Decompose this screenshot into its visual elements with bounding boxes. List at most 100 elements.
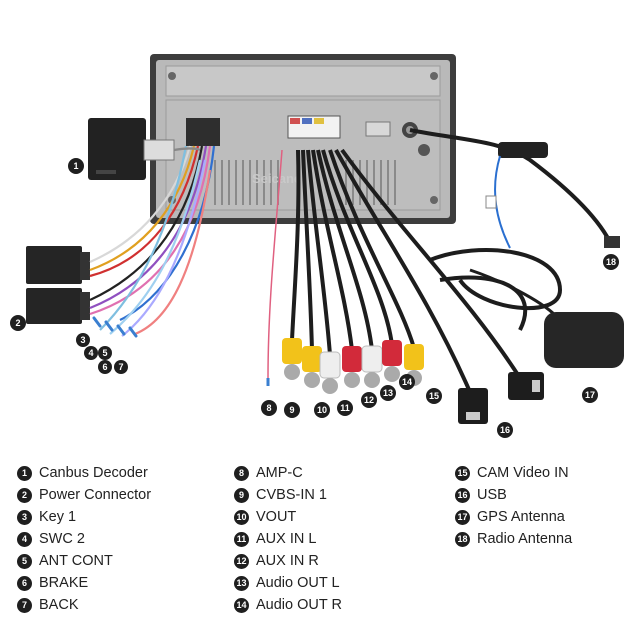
svg-text:7: 7: [118, 362, 123, 372]
wire-harness: [89, 145, 216, 337]
marker-3: 3: [76, 333, 90, 347]
number-badge: 13: [234, 575, 249, 591]
marker-18: 18: [603, 254, 619, 270]
legend-label: AUX IN L: [256, 531, 317, 547]
svg-text:14: 14: [402, 377, 412, 387]
marker-12: 12: [361, 392, 377, 408]
legend-label: AUX IN R: [256, 553, 319, 569]
svg-text:17: 17: [585, 390, 595, 400]
number-badge: 5: [17, 553, 32, 569]
number-markers: 1 2 3 4 5 6 7 8 9 10 11 12 13 14 15 16 1…: [10, 158, 619, 438]
svg-text:16: 16: [500, 425, 510, 435]
legend-label: Canbus Decoder: [39, 465, 148, 481]
number-badge: 16: [455, 487, 470, 503]
power-connector: [26, 246, 90, 324]
marker-5: 5: [98, 346, 112, 360]
legend-label: CVBS-IN 1: [256, 487, 327, 503]
number-badge: 15: [455, 465, 470, 481]
gps-antenna: [469, 268, 624, 368]
marker-13: 13: [380, 385, 396, 401]
number-badge: 8: [234, 465, 249, 481]
number-badge: 2: [17, 487, 32, 503]
svg-text:3: 3: [80, 335, 85, 345]
legend-item: 2 Power Connector: [17, 484, 151, 506]
legend-label: Power Connector: [39, 487, 152, 503]
svg-text:6: 6: [102, 362, 107, 372]
legend-label: VOUT: [256, 509, 297, 525]
legend-item: 16 USB: [455, 484, 572, 506]
legend-item: 6 BRAKE: [17, 572, 151, 594]
svg-text:12: 12: [364, 395, 374, 405]
marker-7: 7: [114, 360, 128, 374]
svg-text:2: 2: [15, 318, 20, 328]
legend-label: Key 1: [39, 509, 77, 525]
number-badge: 3: [17, 509, 32, 525]
svg-text:4: 4: [88, 348, 93, 358]
number-badge: 4: [17, 531, 32, 547]
marker-15: 15: [426, 388, 442, 404]
svg-text:11: 11: [340, 403, 350, 413]
legend-item: 12 AUX IN R: [234, 550, 342, 572]
legend-item: 17 GPS Antenna: [455, 506, 572, 528]
legend-label: BACK: [39, 597, 79, 613]
svg-text:15: 15: [429, 391, 439, 401]
marker-14: 14: [399, 374, 415, 390]
legend-item: 13 Audio OUT L: [234, 572, 342, 594]
legend-label: ANT CONT: [39, 553, 113, 569]
legend-label: GPS Antenna: [477, 509, 565, 525]
number-badge: 6: [17, 575, 32, 591]
legend-label: AMP-C: [256, 465, 303, 481]
marker-11: 11: [337, 400, 353, 416]
marker-6: 6: [98, 360, 112, 374]
watermark: Seicane: [252, 171, 301, 186]
legend-item: 9 CVBS-IN 1: [234, 484, 342, 506]
svg-text:10: 10: [317, 405, 327, 415]
svg-text:8: 8: [266, 403, 271, 413]
legend-label: USB: [477, 487, 507, 503]
canbus-decoder: [88, 118, 175, 180]
legend-item: 10 VOUT: [234, 506, 342, 528]
marker-2: 2: [10, 315, 26, 331]
marker-10: 10: [314, 402, 330, 418]
number-badge: 17: [455, 509, 470, 525]
number-badge: 7: [17, 597, 32, 613]
marker-1: 1: [68, 158, 84, 174]
marker-17: 17: [582, 387, 598, 403]
legend-item: 14 Audio OUT R: [234, 594, 342, 616]
svg-text:5: 5: [102, 348, 107, 358]
number-badge: 18: [455, 531, 470, 547]
usb-connectors: [458, 372, 544, 424]
legend-item: 7 BACK: [17, 594, 151, 616]
number-badge: 14: [234, 597, 249, 613]
svg-text:18: 18: [606, 257, 616, 267]
legend-label: Audio OUT R: [256, 597, 342, 613]
legend-item: 5 ANT CONT: [17, 550, 151, 572]
svg-text:9: 9: [289, 405, 294, 415]
marker-9: 9: [284, 402, 300, 418]
marker-16: 16: [497, 422, 513, 438]
wire-tips: [92, 316, 138, 338]
number-badge: 9: [234, 487, 249, 503]
legend-label: BRAKE: [39, 575, 89, 591]
rca-plugs: [266, 338, 424, 394]
legend-label: Audio OUT L: [256, 575, 340, 591]
svg-text:13: 13: [383, 388, 393, 398]
legend-item: 3 Key 1: [17, 506, 151, 528]
number-badge: 10: [234, 509, 249, 525]
legend-item: 1 Canbus Decoder: [17, 462, 151, 484]
number-badge: 1: [17, 465, 32, 481]
legend-item: 8 AMP-C: [234, 462, 342, 484]
legend-item: 11 AUX IN L: [234, 528, 342, 550]
rca-cables: [267, 149, 416, 379]
radio-antenna: [409, 128, 620, 249]
number-badge: 12: [234, 553, 249, 569]
legend-column-2: 8 AMP-C 9 CVBS-IN 1 10 VOUT 11 AUX IN L 12 AU…: [234, 462, 342, 616]
legend-label: SWC 2: [39, 531, 85, 547]
number-badge: 11: [234, 531, 249, 547]
svg-text:1: 1: [73, 161, 78, 171]
